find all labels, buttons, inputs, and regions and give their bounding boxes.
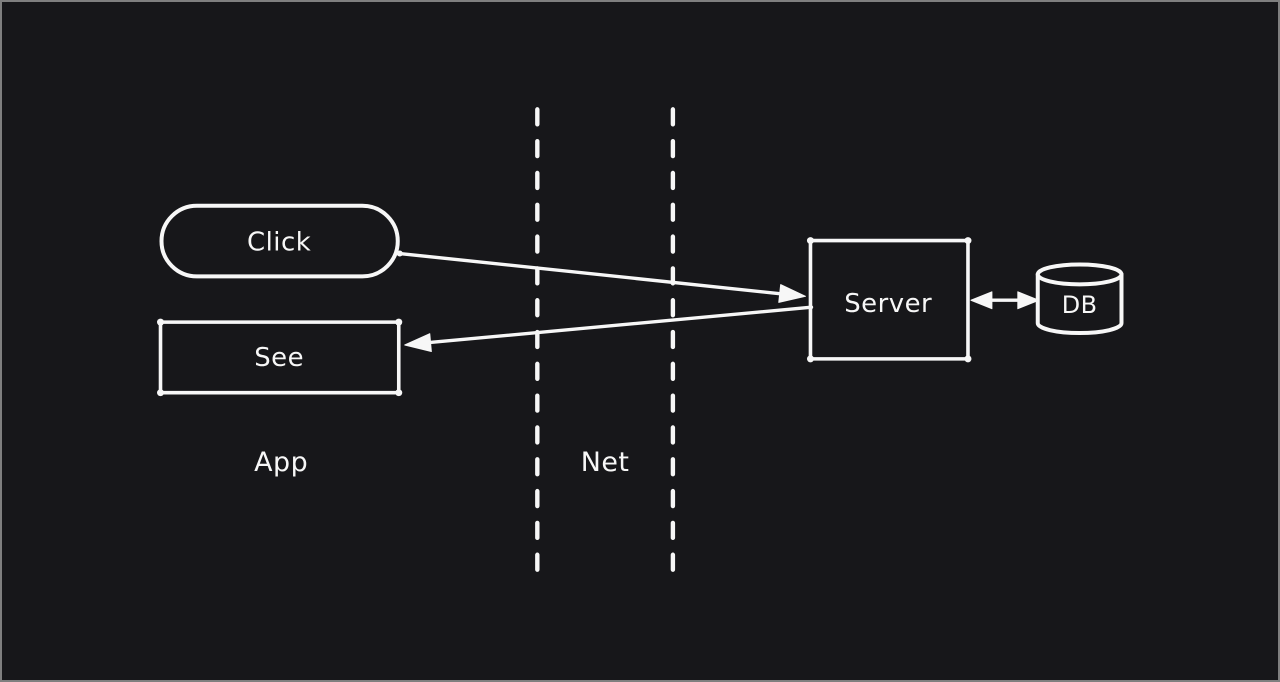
click-label: Click (247, 228, 311, 258)
click-pill-shape (159, 203, 400, 279)
arrow-click-to-server (396, 250, 806, 303)
node-see: See (157, 318, 403, 397)
db-cylinder-body (1035, 272, 1124, 336)
arrow-server-to-see-line (422, 305, 814, 345)
arrowhead-right-icon (778, 284, 806, 303)
db-label: DB (1062, 291, 1098, 319)
arrow-server-db-bidirectional (970, 291, 1040, 310)
see-rect-shape (158, 320, 401, 395)
arrow-click-to-server-line (398, 251, 788, 296)
corner-dot (964, 355, 972, 363)
corner-dot (964, 237, 972, 245)
arrowhead-left-icon (404, 333, 432, 353)
server-label: Server (844, 289, 932, 319)
see-label: See (254, 343, 304, 373)
arrowhead-left-icon (970, 291, 993, 310)
corner-dot (806, 355, 814, 363)
node-click: Click (159, 203, 400, 279)
db-cylinder-top (1035, 262, 1124, 287)
arrowhead-right-icon (1017, 291, 1040, 310)
zone-label-net: Net (581, 447, 630, 478)
corner-dot (395, 318, 403, 326)
corner-dot (806, 237, 814, 245)
arrow-start-dot (396, 250, 403, 257)
node-server: Server (806, 237, 972, 363)
zone-label-app: App (254, 447, 308, 478)
arrow-server-to-see (404, 305, 814, 353)
node-db: DB (1035, 262, 1124, 336)
server-rect-shape (808, 238, 970, 361)
corner-dot (157, 389, 164, 397)
corner-dot (157, 318, 164, 326)
corner-dot (395, 389, 403, 397)
